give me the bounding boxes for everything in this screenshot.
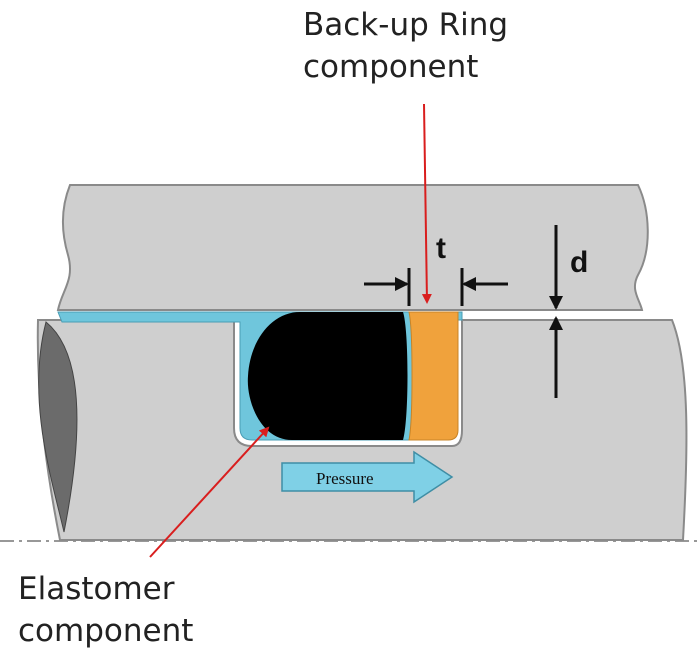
backup-ring-leader <box>421 103 432 304</box>
pressure-label: Pressure <box>316 469 374 488</box>
dimension-d-label: d <box>570 246 588 279</box>
dimension-t: t <box>364 232 508 306</box>
elastomer-oring <box>247 312 408 440</box>
lower-housing <box>36 319 688 541</box>
elastomer-callout-line2: component <box>18 613 194 649</box>
elastomer-callout-line1: Elastomer <box>18 571 175 607</box>
backup-ring-callout-line2: component <box>303 49 479 85</box>
pressure-arrow: Pressure <box>281 450 454 504</box>
dimension-d: d <box>549 225 588 398</box>
backup-ring-callout-line1: Back-up Ring <box>303 7 509 43</box>
elastomer-callout: Elastomer component <box>18 568 193 652</box>
backup-ring-callout: Back-up Ring component <box>303 4 508 88</box>
backup-ring <box>408 311 459 441</box>
upper-housing <box>56 184 649 311</box>
housing-wedge <box>38 321 78 533</box>
elastomer-leader <box>149 426 270 558</box>
dimension-t-label: t <box>436 232 446 265</box>
